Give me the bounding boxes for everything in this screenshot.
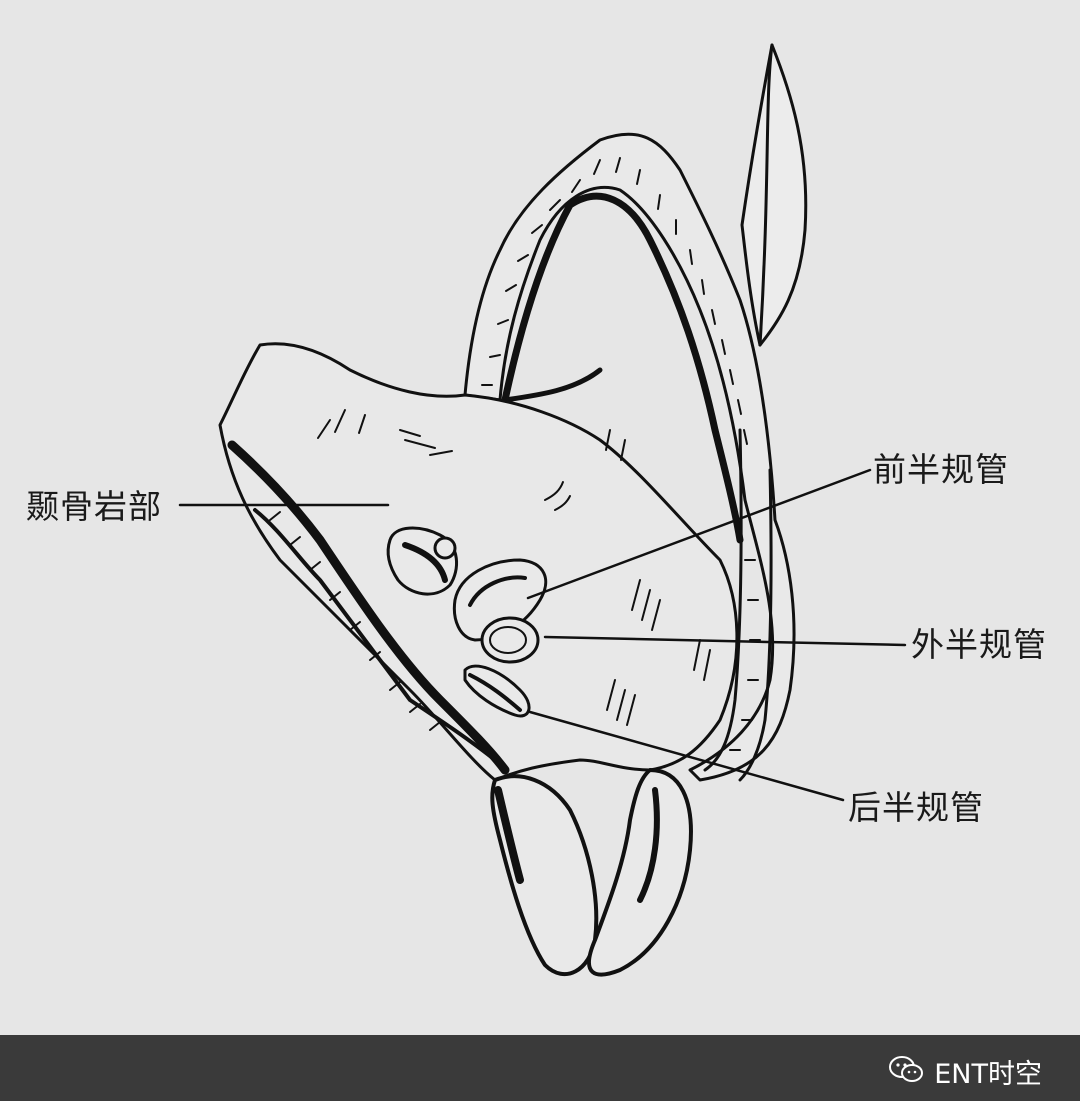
petrous-body	[218, 342, 739, 782]
watermark: ENT时空	[888, 1052, 1042, 1091]
footer-bar: ENT时空	[0, 1035, 1080, 1101]
mastoid-lobe-right	[587, 768, 693, 977]
label-lateral-canal: 外半规管	[911, 625, 1047, 664]
watermark-text: ENT时空	[934, 1059, 1042, 1090]
canal-ring-lateral	[480, 616, 540, 664]
label-posterior-canal: 后半规管	[848, 788, 984, 827]
temporal-bone-illustration	[178, 43, 907, 977]
label-petrous-bone: 颞骨岩部	[26, 487, 162, 526]
mastoid-lobe-left	[490, 774, 599, 977]
label-anterior-canal: 前半规管	[873, 450, 1009, 489]
spike-process	[740, 43, 808, 347]
leader-anterior	[526, 468, 872, 600]
leader-posterior	[528, 710, 845, 802]
wechat-icon	[888, 1055, 924, 1089]
leader-lateral	[543, 635, 907, 647]
squamous-crest	[463, 132, 796, 782]
